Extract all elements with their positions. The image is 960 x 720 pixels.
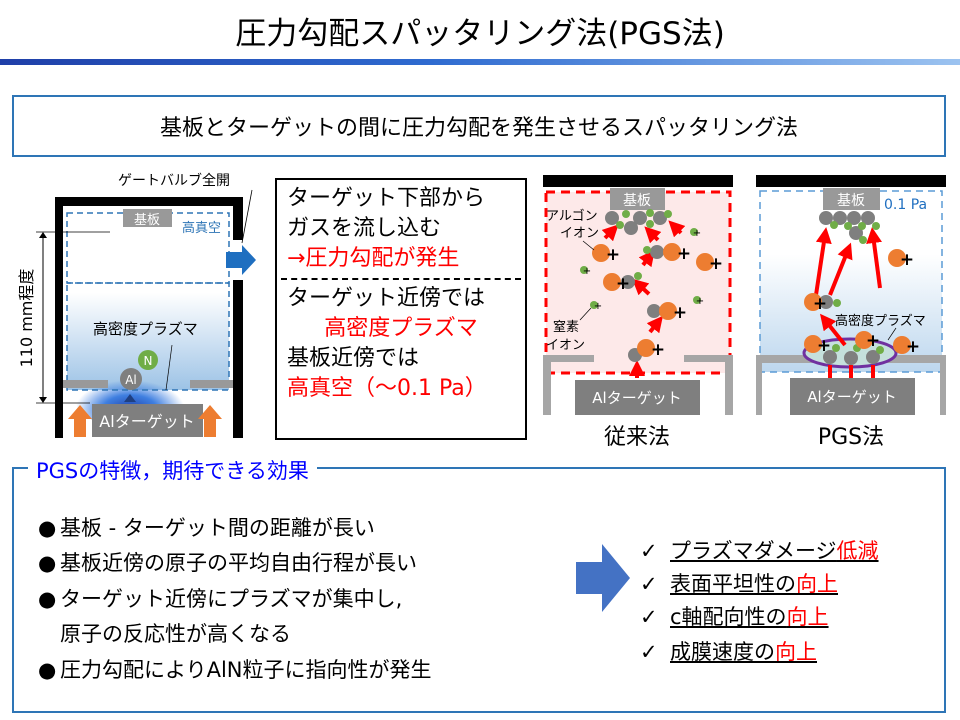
explanation-line: ターゲット近傍では bbox=[287, 286, 486, 311]
features-title: PGSの特徴，期待できる効果 bbox=[28, 455, 317, 485]
check-icon: ✓ bbox=[640, 605, 658, 629]
substrate bbox=[610, 188, 665, 210]
bullet-item: ●ターゲット近傍にプラズマが集中し, bbox=[38, 587, 403, 611]
svg-text:+: + bbox=[906, 337, 920, 357]
svg-text:Al: Al bbox=[125, 373, 137, 387]
explanation-line: ターゲット下部から bbox=[287, 186, 486, 211]
svg-text:+: + bbox=[594, 301, 602, 312]
conventional-diagram: 基板 Alターゲット ++ ++ ++ ++ ++ アルゴン イオン 窒素 bbox=[543, 175, 733, 450]
substrate bbox=[123, 209, 172, 227]
bullet-item: ●基板近傍の原子の平均自由行程が長い bbox=[38, 551, 417, 575]
svg-text:Alターゲット: Alターゲット bbox=[592, 389, 681, 407]
features-box bbox=[12, 467, 946, 713]
svg-text:+: + bbox=[693, 228, 701, 239]
svg-text:基板: 基板 bbox=[837, 192, 865, 209]
svg-text:+: + bbox=[900, 250, 914, 270]
title-underline bbox=[0, 59, 960, 65]
al-target bbox=[790, 378, 915, 415]
svg-text:+: + bbox=[677, 244, 691, 264]
gas-exhaust-arrow bbox=[226, 245, 256, 275]
explanation-line: 高真空（～0.1 Pa） bbox=[287, 376, 487, 401]
substrate bbox=[823, 188, 880, 210]
svg-text:基板: 基板 bbox=[623, 192, 651, 209]
gas-inflow-arrow-left bbox=[68, 405, 92, 437]
svg-text:+: + bbox=[651, 340, 665, 360]
al-target bbox=[92, 404, 203, 437]
svg-text:0.1 Pa: 0.1 Pa bbox=[884, 197, 927, 213]
pgs-label: PGS法 bbox=[818, 425, 884, 450]
check-icon: ✓ bbox=[640, 539, 658, 563]
svg-text:+: + bbox=[696, 296, 704, 307]
chamber-top bbox=[55, 197, 233, 206]
left-chamber-diagram: 基板 高真空 ゲートバルブ全開 110 mm程度 高密度プラズマ N Al Al… bbox=[17, 172, 256, 438]
svg-text:+: + bbox=[709, 254, 723, 274]
bullet-item: ●圧力勾配によりAlN粒子に指向性が発生 bbox=[38, 658, 432, 682]
explanation-line: 高密度プラズマ bbox=[324, 316, 478, 341]
svg-text:イオン: イオン bbox=[546, 338, 585, 353]
svg-text:高密度プラズマ: 高密度プラズマ bbox=[93, 320, 198, 338]
aluminum-atom bbox=[120, 368, 142, 390]
svg-text:N: N bbox=[144, 354, 153, 368]
svg-text:Alターゲット: Alターゲット bbox=[807, 388, 896, 406]
svg-text:高真空: 高真空 bbox=[182, 220, 221, 236]
explanation-line: ガスを流し込む bbox=[287, 216, 442, 241]
explanation-box: ターゲット下部から ガスを流し込む →圧力勾配が発生 ターゲット近傍では 高密度… bbox=[275, 178, 527, 440]
bullet-item-continuation: 原子の反応性が高くなる bbox=[60, 622, 291, 646]
svg-text:+: + bbox=[616, 274, 630, 294]
slide-title: 圧力勾配スパッタリング法(PGS法) bbox=[235, 16, 725, 52]
al-target bbox=[575, 380, 700, 415]
check-icon: ✓ bbox=[640, 640, 658, 664]
svg-text:+: + bbox=[813, 294, 827, 314]
result-arrow bbox=[576, 544, 630, 612]
gas-inflow-arrow-right bbox=[198, 405, 222, 437]
svg-text:110 mm程度: 110 mm程度 bbox=[17, 269, 36, 368]
conventional-label: 従来法 bbox=[604, 425, 670, 450]
effect-item: ✓プラズマダメージ低減 bbox=[640, 539, 879, 563]
effect-item: ✓成膜速度の向上 bbox=[640, 640, 817, 664]
pgs-diagram: 基板 0.1 Pa Alターゲット + + + + + 高密度プラズマ PGS法 bbox=[756, 175, 946, 450]
summary-box: 基板とターゲットの間に圧力勾配を発生させるスパッタリング法 bbox=[12, 95, 946, 157]
svg-text:アルゴン: アルゴン bbox=[546, 208, 598, 224]
svg-text:+: + bbox=[817, 336, 831, 356]
nitrogen-atom bbox=[138, 350, 158, 370]
dashed-divider bbox=[281, 278, 521, 280]
svg-text:+: + bbox=[866, 331, 880, 351]
svg-text:ゲートバルブ全開: ゲートバルブ全開 bbox=[118, 172, 230, 189]
svg-text:基板: 基板 bbox=[134, 213, 160, 228]
chamber-wall-left bbox=[55, 197, 63, 438]
effect-item: ✓c軸配向性の向上 bbox=[640, 605, 829, 629]
svg-text:+: + bbox=[606, 245, 620, 265]
svg-text:+: + bbox=[673, 303, 687, 323]
svg-text:高密度プラズマ: 高密度プラズマ bbox=[835, 313, 926, 329]
explanation-line: →圧力勾配が発生 bbox=[287, 246, 460, 271]
check-icon: ✓ bbox=[640, 572, 658, 596]
svg-text:窒素: 窒素 bbox=[553, 319, 579, 335]
effect-item: ✓表面平坦性の向上 bbox=[640, 572, 838, 596]
svg-text:イオン: イオン bbox=[560, 226, 599, 241]
svg-text:+: + bbox=[583, 266, 591, 277]
bullet-item: ●基板 - ターゲット間の距離が長い bbox=[38, 516, 375, 540]
svg-text:Alターゲット: Alターゲット bbox=[99, 412, 194, 431]
summary-text: 基板とターゲットの間に圧力勾配を発生させるスパッタリング法 bbox=[159, 116, 798, 141]
explanation-line: 基板近傍では bbox=[287, 346, 420, 371]
